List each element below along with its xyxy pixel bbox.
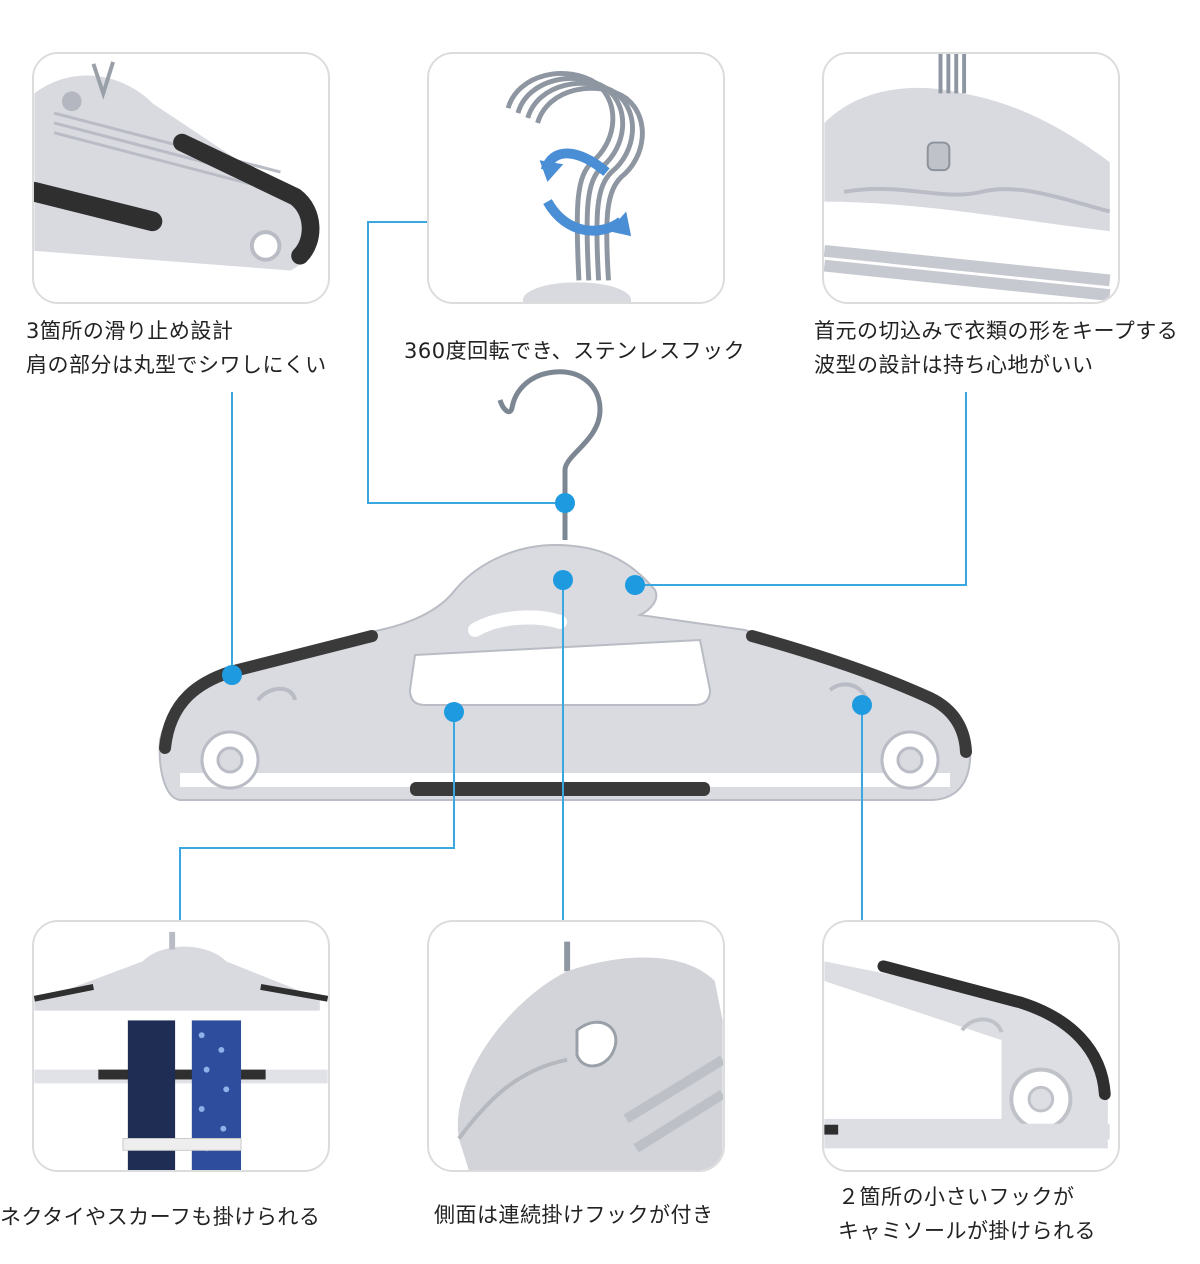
hanger-center-closeup-image (824, 54, 1118, 302)
non-slip-caption: 3箇所の滑り止め設計 肩の部分は丸型でシワしにくい (26, 314, 327, 382)
callout-dot-swivel-hook (555, 493, 575, 513)
hanger-inner-cutout (408, 638, 712, 706)
non-slip-caption-line2: 肩の部分は丸型でシワしにくい (26, 353, 327, 377)
hanger-with-ties-image (34, 922, 328, 1170)
hanger-side-closeup-image (429, 922, 723, 1170)
callout-line-tie-bar (179, 712, 455, 920)
small-hooks-caption-line1: ２箇所の小さいフックが (838, 1185, 1075, 1209)
neck-notch-caption: 首元の切込みで衣類の形をキープする 波型の設計は持ち心地がいい (814, 314, 1178, 382)
hanger-body (158, 543, 972, 801)
tie-bar-caption-line1: ネクタイやスカーフも掛けられる (0, 1205, 321, 1229)
side-hook-caption: 側面は連続掛けフックが付き (434, 1198, 714, 1232)
callout-dot-small-hooks (852, 695, 872, 715)
non-slip-caption-line1: 3箇所の滑り止め設計 (26, 319, 234, 343)
hanger-shoulder-hook-closeup-image (824, 922, 1118, 1170)
swivel-hook-caption-line1: 360度回転でき、ステンレスフック (404, 339, 746, 363)
left-small-hook (256, 686, 297, 702)
neck-notch-caption-line2: 波型の設計は持ち心地がいい (814, 353, 1094, 377)
callout-dot-side-hook (553, 570, 573, 590)
neck-notch-caption-line1: 首元の切込みで衣類の形をキープする (814, 319, 1179, 343)
callout-line-neck-notch (635, 392, 967, 586)
non-slip-detail-photo (32, 52, 330, 304)
swivel-hook-detail-photo (427, 52, 725, 304)
callout-dot-neck-notch (625, 575, 645, 595)
swivel-hook-caption: 360度回転でき、ステンレスフック (404, 334, 745, 368)
right-small-hook (828, 682, 868, 699)
center-tie-grip (410, 782, 710, 796)
neck-notch-detail-photo (822, 52, 1120, 304)
side-hook-detail-photo (427, 920, 725, 1172)
right-shoulder-grip (746, 630, 972, 758)
small-hooks-caption: ２箇所の小さいフックが キャミソールが掛けられる (838, 1180, 1096, 1248)
hanger-shoulder-closeup-image (34, 54, 328, 302)
tie-bar-detail-photo (32, 920, 330, 1172)
tie-bar-caption: ネクタイやスカーフも掛けられる (0, 1200, 320, 1234)
left-shoulder-grip (159, 630, 378, 754)
callout-dot-tie-bar (444, 702, 464, 722)
steel-hook (497, 369, 603, 540)
side-hook-caption-line1: 側面は連続掛けフックが付き (434, 1203, 714, 1227)
small-hooks-detail-photo (822, 920, 1120, 1172)
rotating-hook-closeup-image (429, 54, 723, 302)
callout-dot-non-slip (222, 665, 242, 685)
small-hooks-caption-line2: キャミソールが掛けられる (838, 1219, 1096, 1243)
